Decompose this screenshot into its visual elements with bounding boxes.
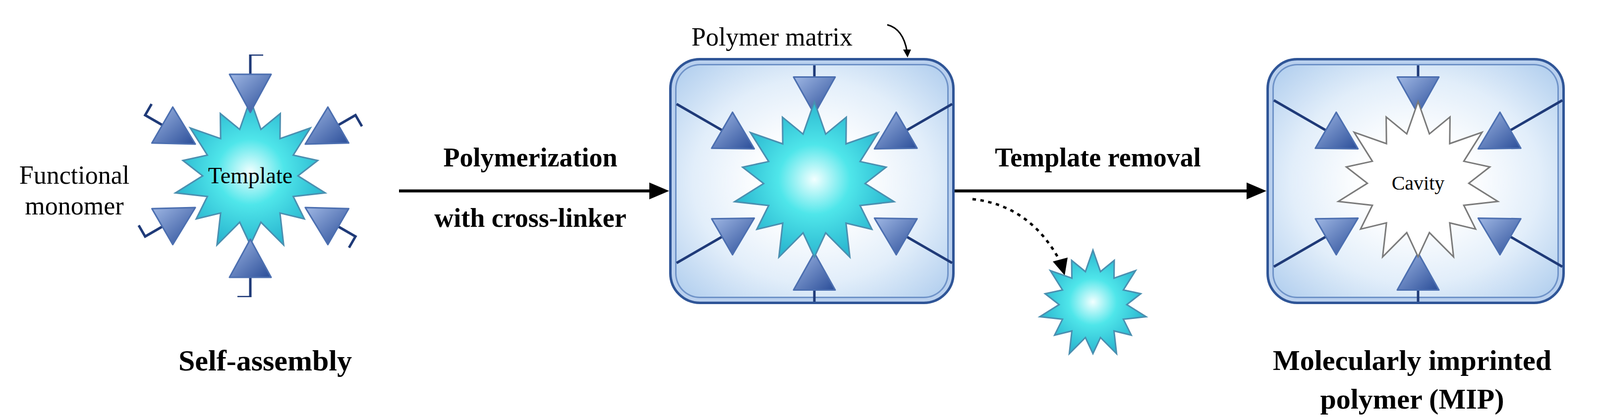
arrowhead — [649, 182, 670, 200]
monomer-tail — [237, 277, 251, 298]
functional-monomer — [229, 239, 272, 278]
crosslink-line — [1510, 236, 1563, 268]
monomer-tail — [138, 225, 163, 237]
monomer-tail — [145, 104, 163, 126]
cavity-outline — [1338, 101, 1498, 258]
dotted-arrow — [972, 199, 1061, 263]
functional-monomer — [229, 74, 272, 113]
leader-line — [887, 24, 908, 52]
node-illustration — [671, 60, 958, 307]
component-label: Functional monomer — [2, 160, 147, 223]
monomer-tail — [338, 115, 363, 127]
process-arrow — [954, 182, 1267, 200]
cavity-star: Cavity — [1333, 99, 1503, 268]
functional-monomer — [874, 218, 917, 256]
process-arrow — [399, 182, 670, 200]
crosslink-line — [1510, 100, 1563, 131]
crosslink-line — [1417, 290, 1420, 303]
template-assembly: Template — [101, 54, 400, 298]
node-text: Template — [208, 160, 293, 192]
template-star — [734, 102, 895, 258]
crosslink-line — [906, 236, 953, 264]
mip-box: Molecularly imprinted polymer (MIP)Cavit… — [1266, 57, 1565, 305]
node-text: Polymer matrix — [691, 19, 853, 55]
functional-monomer — [151, 107, 196, 145]
arrow-shaft — [399, 189, 650, 193]
crosslink-line — [676, 236, 723, 264]
crosslink-line — [1273, 236, 1326, 268]
functional-monomer — [305, 107, 349, 145]
released-template — [1039, 250, 1146, 354]
leader-arrowhead — [903, 49, 912, 58]
crosslink-line — [813, 65, 816, 78]
monomer-tail — [250, 54, 264, 75]
template-star — [175, 99, 326, 246]
functional-monomer — [874, 112, 917, 150]
functional-monomer — [305, 207, 349, 245]
polymer-matrix-box: Polymer matrix — [669, 57, 955, 305]
crosslink-line — [813, 290, 816, 303]
step-label: Template removal — [994, 141, 1201, 174]
monomer-tail — [338, 227, 356, 249]
node-text: Molecularly imprinted polymer (MIP) — [1223, 341, 1600, 419]
functional-monomer — [1478, 112, 1521, 150]
functional-monomer — [1478, 218, 1521, 256]
functional-monomer — [151, 207, 196, 245]
functional-monomer — [711, 218, 755, 256]
step-label: with cross-linker — [434, 202, 627, 235]
functional-monomer — [1315, 112, 1359, 150]
released-template-star — [1039, 250, 1146, 354]
node-text: Cavity — [1391, 170, 1445, 197]
arrowhead — [1246, 182, 1267, 200]
stage-label: Self-assembly — [178, 342, 352, 379]
functional-monomer — [1315, 218, 1359, 256]
arrow-shaft — [954, 189, 1247, 193]
crosslink-line — [1273, 100, 1326, 131]
crosslink-line — [676, 104, 723, 131]
step-label: Polymerization — [443, 141, 618, 174]
functional-monomer — [711, 112, 755, 150]
crosslink-line — [1417, 65, 1420, 78]
crosslink-line — [906, 104, 953, 131]
